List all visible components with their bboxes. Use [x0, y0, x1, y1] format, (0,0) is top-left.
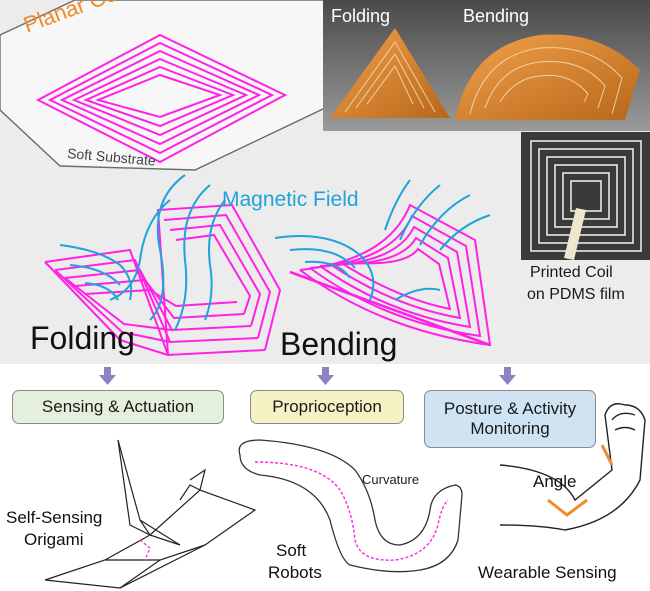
sensing-actuation-label: Sensing & Actuation: [41, 397, 195, 416]
proprioception-box: Proprioception: [250, 390, 404, 424]
posture-label-2: Monitoring: [470, 419, 550, 438]
arm-sensor-marks: [547, 444, 614, 517]
curvature-label: Curvature: [362, 472, 420, 487]
posture-monitoring-box: Posture & Activity Monitoring: [424, 390, 596, 448]
proprioception-label: Proprioception: [272, 397, 382, 416]
origami-label-1: Self-Sensing: [6, 508, 103, 527]
printed-coil-label-2: on PDMS film: [527, 286, 625, 303]
folding-heading: Folding: [30, 320, 135, 356]
origami-sensor-trace: [139, 539, 151, 561]
magnetic-field-label: Magnetic Field: [222, 188, 359, 211]
soft-substrate-sheet: [0, 0, 326, 171]
bending-heading: Bending: [280, 326, 398, 362]
soft-robots-label-1: Soft: [276, 541, 307, 560]
flexed-arm: [499, 403, 646, 531]
printed-coil-label-1: Printed Coil: [530, 264, 613, 281]
photo-label-bending: Bending: [463, 6, 530, 26]
soft-robot: [238, 439, 463, 573]
soft-robots-label-2: Robots: [268, 563, 322, 582]
photo-folding-bending: [323, 0, 650, 131]
bent-film: [455, 34, 640, 120]
origami-crane: [44, 439, 257, 589]
soft-robot-sensor-trace: [254, 461, 449, 561]
connector-strip: [564, 208, 586, 260]
posture-label-1: Posture & Activity: [443, 399, 577, 418]
bending-coil: [289, 203, 492, 347]
photo-printed-coil: [521, 132, 650, 260]
planar-coil: [35, 33, 288, 164]
origami-label-2: Origami: [24, 530, 84, 549]
flow-arrows: [99, 367, 516, 385]
wearable-sensing-label: Wearable Sensing: [478, 563, 617, 582]
photo-label-folding: Folding: [331, 6, 391, 26]
magnetic-field-lines: [59, 174, 491, 331]
sensing-actuation-box: Sensing & Actuation: [12, 390, 224, 424]
angle-label: Angle: [533, 472, 577, 491]
